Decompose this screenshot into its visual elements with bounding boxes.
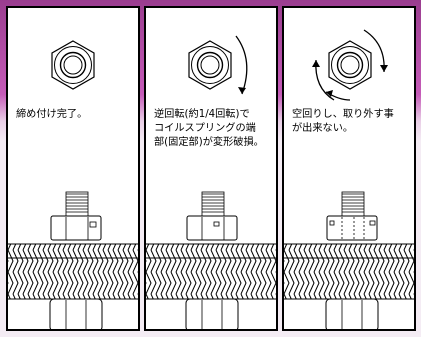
hatched-plate: [146, 243, 276, 300]
nut-top-view: [51, 40, 95, 90]
bolt-head-bottom: [49, 298, 103, 329]
bolt-head-bottom: [325, 298, 379, 329]
nut-side-view: [326, 215, 378, 241]
bolt-thread: [201, 191, 225, 217]
bolt-thread: [65, 191, 89, 217]
step-panel-3: 空回りし、取り外す事 が出来ない。: [282, 6, 416, 331]
nut-side-view: [186, 215, 238, 241]
arrow-head: [238, 87, 246, 94]
bolt-thread: [341, 191, 365, 217]
step-1-caption: 締め付け完了。: [16, 109, 88, 120]
reverse-rotation-arrow: [235, 35, 248, 95]
nut-top-view: [188, 40, 232, 90]
step-2-caption: 逆回転(約1/4回転)で コイルスプリングの端 部(固定部)が変形破損。: [154, 109, 264, 148]
bolt-head-bottom: [185, 298, 239, 329]
nut-top-view: [328, 40, 372, 90]
hatched-plate: [8, 243, 138, 300]
step-3-illustration: [284, 29, 414, 329]
step-panel-1: 締め付け完了。: [6, 6, 140, 331]
step-3-caption: 空回りし、取り外す事 が出来ない。: [292, 109, 394, 134]
step-2-illustration: [146, 35, 276, 329]
hatched-plate: [284, 243, 414, 300]
step-panel-2: 逆回転(約1/4回転)で コイルスプリングの端 部(固定部)が変形破損。: [144, 6, 278, 331]
step-1-illustration: [8, 40, 138, 329]
nut-side-view: [50, 215, 102, 241]
